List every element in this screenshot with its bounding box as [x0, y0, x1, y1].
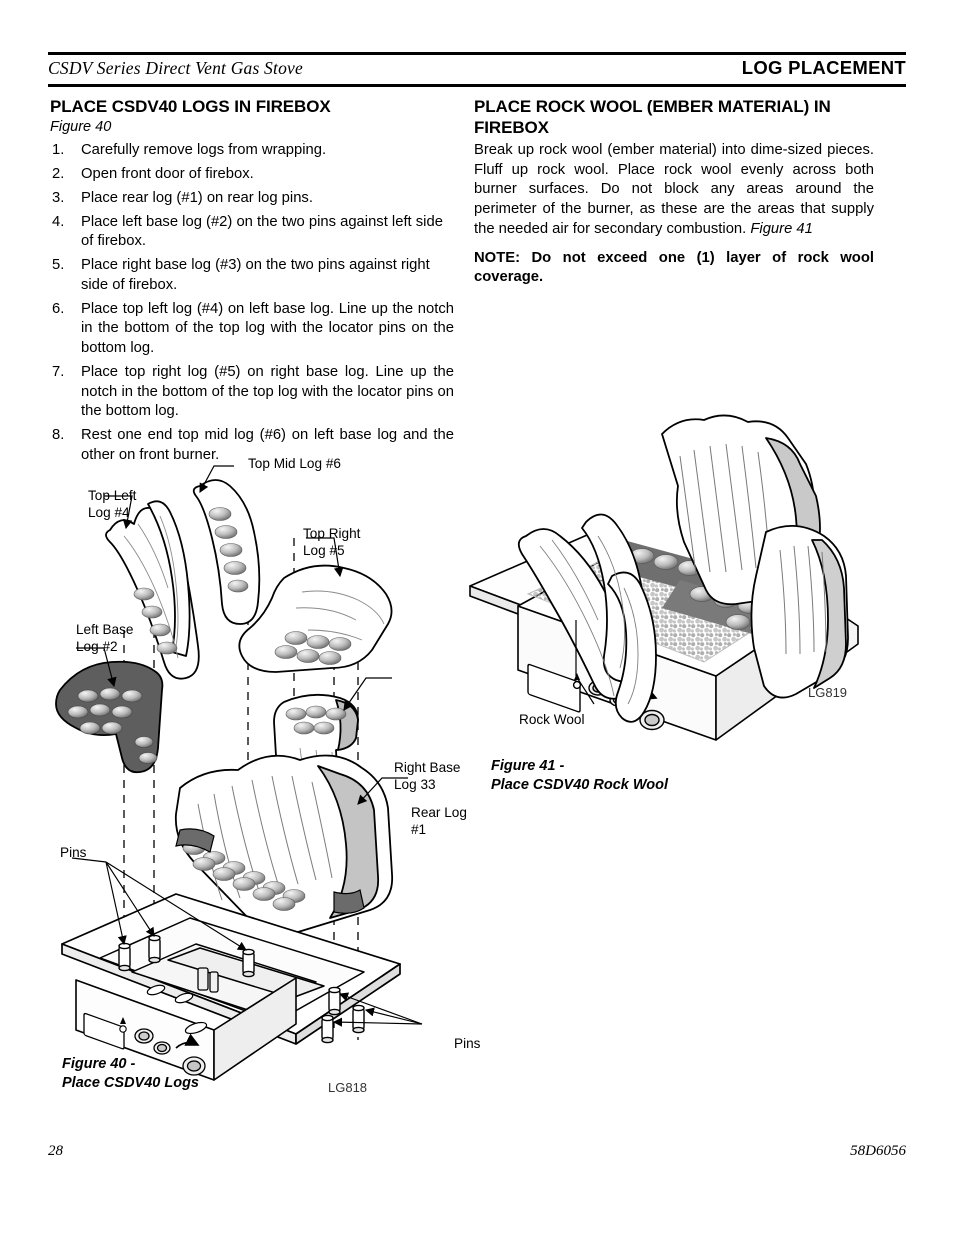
header-rule-bottom — [48, 84, 906, 87]
step-text: Carefully remove logs from wrapping. — [81, 142, 327, 159]
callout-right-base-log: Right Base Log 33 — [394, 760, 461, 792]
step-item: 4. Place left base log (#2) on the two pi… — [50, 213, 454, 253]
left-section-heading: PLACE CSDV40 LOGS IN FIREBOX — [50, 97, 331, 116]
step-number: 4. — [52, 213, 65, 230]
figure-41-caption: Figure 41 - Place CSDV40 Rock Wool — [491, 758, 669, 793]
figure-41-part-code: LG819 — [808, 685, 848, 700]
log-placement-exploded-drawing — [55, 465, 423, 1081]
rock-wool-body-text: Break up rock wool (ember material) into… — [474, 141, 874, 237]
step-number: 6. — [52, 300, 65, 317]
step-item: 1. Carefully remove logs from wrapping. — [50, 141, 454, 161]
log-placement-steps: 1. Carefully remove logs from wrapping. 2… — [50, 141, 454, 465]
step-text: Place rear log (#1) on rear log pins. — [81, 189, 313, 206]
callout-top-mid-log: Top Mid Log #6 — [248, 456, 341, 471]
figure-41-illustration — [466, 390, 886, 810]
left-column: PLACE CSDV40 LOGS IN FIREBOX Figure 40 1… — [50, 96, 454, 470]
callout-left-base-log: Left Base Log #2 — [76, 622, 134, 654]
callout-pins-left: Pins — [60, 845, 87, 860]
rock-wool-note: NOTE: Do not exceed one (1) layer of roc… — [474, 249, 874, 286]
right-column: PLACE ROCK WOOL (EMBER MATERIAL) IN FIRE… — [474, 96, 874, 288]
rock-wool-figure-reference: Figure 41 — [750, 220, 813, 237]
step-item: 5. Place right base log (#3) on the two p… — [50, 256, 454, 296]
step-item: 2. Open front door of firebox. — [50, 165, 454, 185]
step-item: 7. Place top right log (#5) on right base… — [50, 363, 454, 422]
header-rule-top — [48, 52, 906, 55]
page-footer: 28 58D6056 — [48, 1143, 906, 1160]
step-text: Place top right log (#5) on right base l… — [81, 363, 454, 420]
page-header: CSDV Series Direct Vent Gas Stove LOG PL… — [48, 52, 906, 87]
callout-top-right-log: Top Right Log #5 — [303, 526, 361, 558]
step-text: Place right base log (#3) on the two pin… — [81, 257, 430, 293]
step-text: Rest one end top mid log (#6) on left ba… — [81, 427, 454, 463]
callout-pins-right: Pins — [454, 1036, 481, 1051]
step-text: Open front door of firebox. — [81, 166, 254, 183]
step-item: 3. Place rear log (#1) on rear log pins. — [50, 189, 454, 209]
step-number: 2. — [52, 166, 65, 183]
step-text: Place top left log (#4) on left base log… — [81, 300, 454, 357]
step-number: 8. — [52, 427, 65, 444]
figure-40-part-code: LG818 — [328, 1080, 368, 1095]
step-number: 1. — [52, 142, 65, 159]
step-item: 6. Place top left log (#4) on left base l… — [50, 300, 454, 359]
rock-wool-assembly-drawing — [469, 414, 859, 741]
page-number: 28 — [48, 1143, 63, 1159]
figure-40-caption: Figure 40 - Place CSDV40 Logs — [62, 1056, 199, 1091]
header-section-title: LOG PLACEMENT — [741, 57, 906, 78]
step-text: Place left base log (#2) on the two pins… — [81, 213, 443, 250]
rock-wool-instructions: Break up rock wool (ember material) into… — [474, 141, 874, 240]
left-figure-reference: Figure 40 — [50, 119, 112, 136]
step-number: 5. — [52, 257, 65, 274]
step-item: 8. Rest one end top mid log (#6) on left … — [50, 426, 454, 466]
step-number: 3. — [52, 189, 65, 206]
right-section-heading: PLACE ROCK WOOL (EMBER MATERIAL) IN FIRE… — [474, 97, 831, 138]
step-number: 7. — [52, 363, 65, 380]
header-document-title: CSDV Series Direct Vent Gas Stove — [48, 58, 303, 78]
callout-rear-log: Rear Log #1 — [411, 805, 467, 837]
figure-40-illustration — [48, 452, 468, 1112]
document-code: 58D6056 — [850, 1143, 906, 1159]
callout-rock-wool: Rock Wool — [519, 712, 585, 727]
callout-top-left-log: Top Left Log #4 — [88, 488, 137, 520]
